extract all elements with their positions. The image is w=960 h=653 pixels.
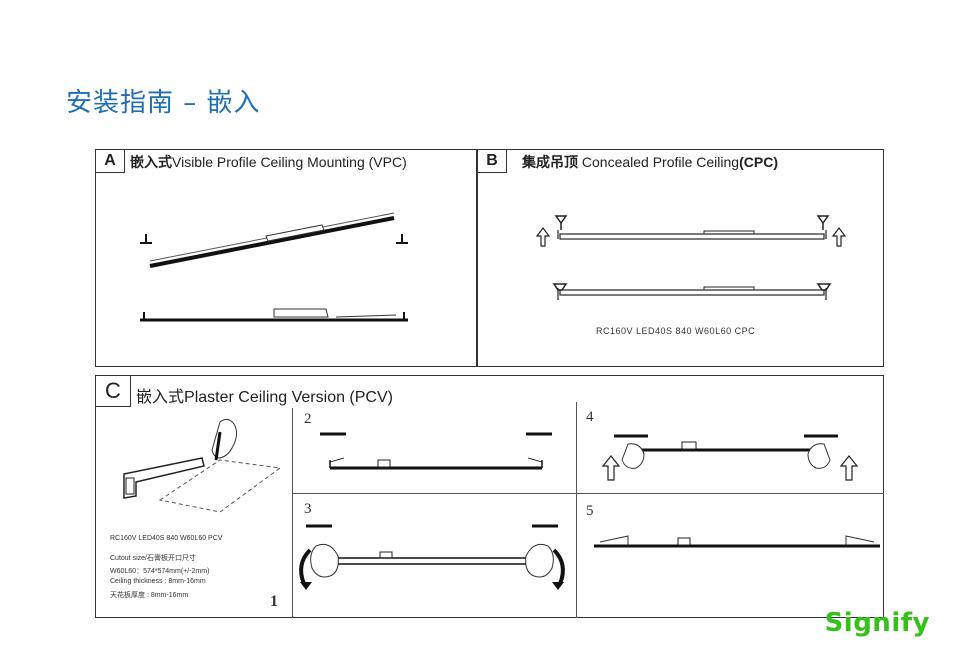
panel-c-title: 嵌入式Plaster Ceiling Version (PCV) <box>136 383 393 407</box>
panel-c-title-cn: 嵌入式 <box>136 389 185 406</box>
step3-diagram <box>299 524 565 590</box>
vpc-mounting-diagram <box>140 212 408 322</box>
panel-a-title-cn: 嵌入式 <box>130 154 172 170</box>
panel-a-title: 嵌入式Visible Profile Ceiling Mounting (VPC… <box>130 152 407 172</box>
step1-cutout-diagram <box>123 418 282 513</box>
page-title: 安装指南 – 嵌入 <box>66 88 261 118</box>
panel-a-tag: A <box>96 150 125 173</box>
step1-thickness-cn: 天花板厚度 : 8mm-16mm <box>110 592 189 599</box>
step1-model: RC160V LED40S 840 W60L60 PCV <box>110 535 223 542</box>
panel-a-vpc: A 嵌入式Visible Profile Ceiling Mounting (V… <box>95 149 477 367</box>
step-4-number: 4 <box>586 409 594 425</box>
panel-b-cpc: B 集成吊顶 Concealed Profile Ceiling(CPC) RC… <box>477 149 884 367</box>
cpc-mounting-diagram <box>535 215 847 300</box>
step1-cutout-value: W60L60：574*574mm(+/-2mm) <box>110 568 210 575</box>
panel-c-divider-v1 <box>292 408 293 618</box>
panel-c-divider-v2 <box>576 402 577 618</box>
panel-b-title: 集成吊顶 Concealed Profile Ceiling(CPC) <box>522 152 778 172</box>
step2-diagram <box>320 432 552 470</box>
panel-b-tag: B <box>478 150 507 173</box>
panel-c-pcv: C 嵌入式Plaster Ceiling Version (PCV) RC160… <box>95 375 884 618</box>
step5-diagram <box>594 535 880 548</box>
panel-b-model: RC160V LED40S 840 W60L60 CPC <box>596 326 756 336</box>
step-2-number: 2 <box>304 411 312 427</box>
panel-b-title-en: Concealed Profile Ceiling <box>581 154 740 170</box>
step4-diagram <box>601 434 859 481</box>
step1-cutout-label: Cutout size/石膏板开口尺寸 <box>110 555 196 562</box>
panel-c-tag: C <box>96 376 131 407</box>
panel-a-title-en: Visible Profile Ceiling Mounting (VPC) <box>172 154 407 170</box>
step-3-number: 3 <box>304 501 312 517</box>
signify-logo: Signify <box>824 608 930 638</box>
panel-b-title-cn: 集成吊顶 <box>522 154 582 170</box>
step-1-number: 1 <box>270 593 278 610</box>
panel-c-title-en: Plaster Ceiling Version (PCV) <box>184 389 393 406</box>
step-5-number: 5 <box>586 503 594 519</box>
panel-c-divider-h <box>293 493 884 494</box>
panel-b-title-code: (CPC) <box>739 154 778 170</box>
step1-thickness-en: Ceiling thickness : 8mm-16mm <box>110 578 206 585</box>
